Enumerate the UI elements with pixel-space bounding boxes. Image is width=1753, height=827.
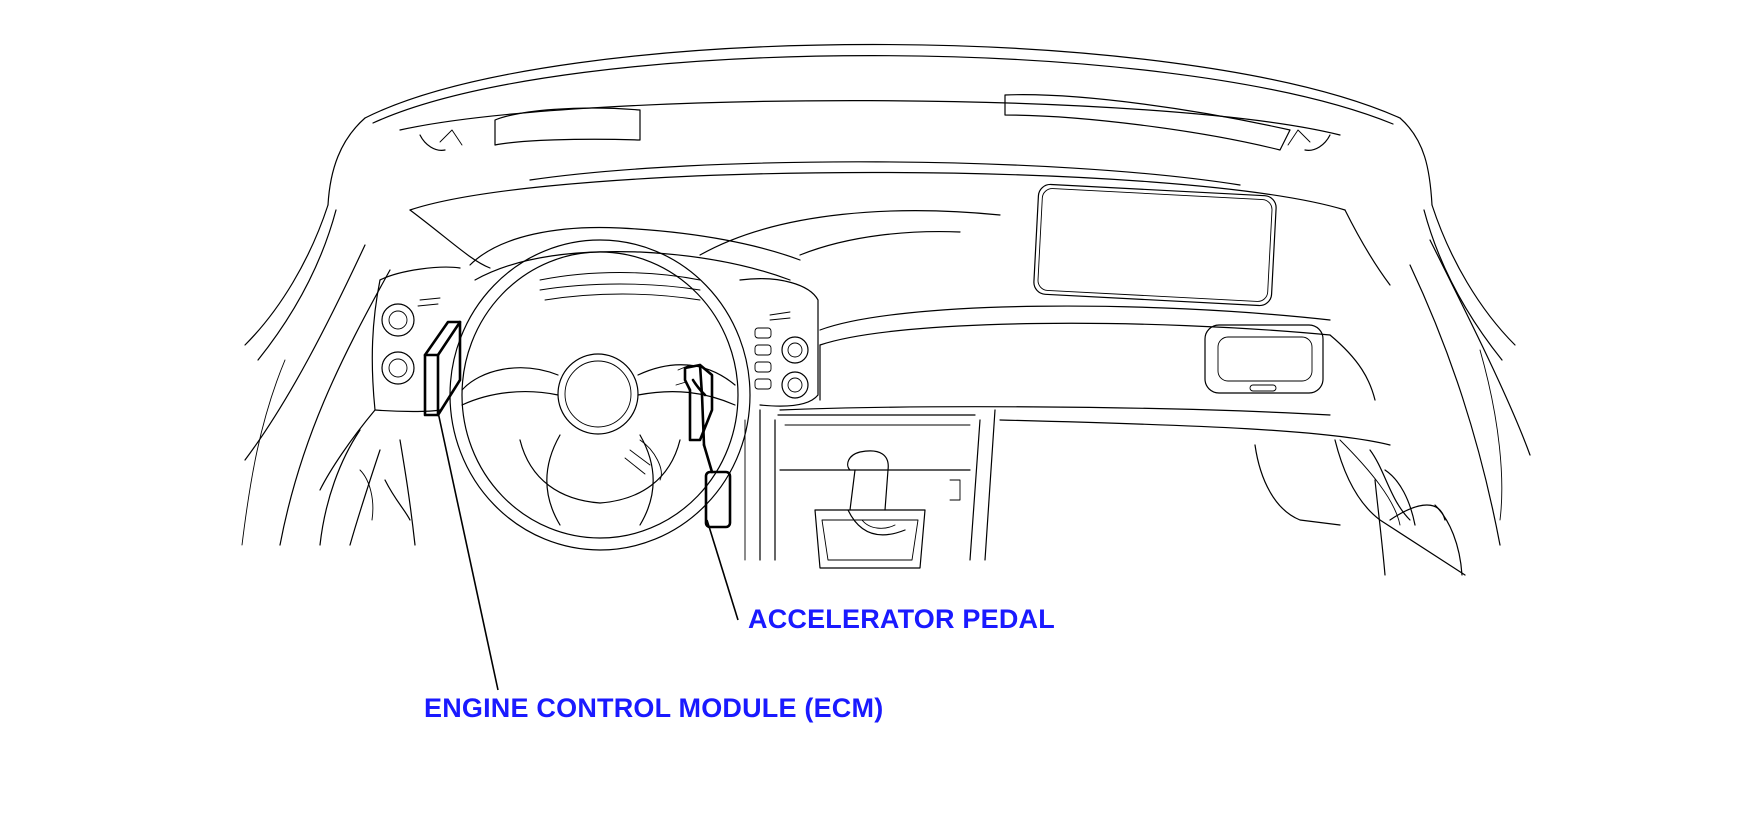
left-dash-pod bbox=[319, 266, 461, 546]
center-console bbox=[744, 409, 996, 569]
ecm-label: ENGINE CONTROL MODULE (ECM) bbox=[424, 693, 884, 723]
dashboard-top bbox=[409, 209, 1391, 401]
windshield-frame bbox=[241, 43, 1531, 546]
accelerator-pedal-highlight bbox=[675, 363, 732, 529]
accelerator-pedal-leader bbox=[706, 519, 739, 621]
lower-dash bbox=[779, 406, 1466, 576]
accelerator-pedal-label: ACCELERATOR PEDAL bbox=[748, 604, 1055, 634]
instrument-hood bbox=[469, 226, 801, 301]
ecm-leader bbox=[437, 411, 499, 691]
upper-dash-panel bbox=[1033, 183, 1277, 307]
center-controls bbox=[739, 278, 819, 407]
ecm-highlight bbox=[423, 320, 462, 417]
right-vent bbox=[1204, 324, 1324, 394]
header-panel bbox=[399, 94, 1346, 211]
